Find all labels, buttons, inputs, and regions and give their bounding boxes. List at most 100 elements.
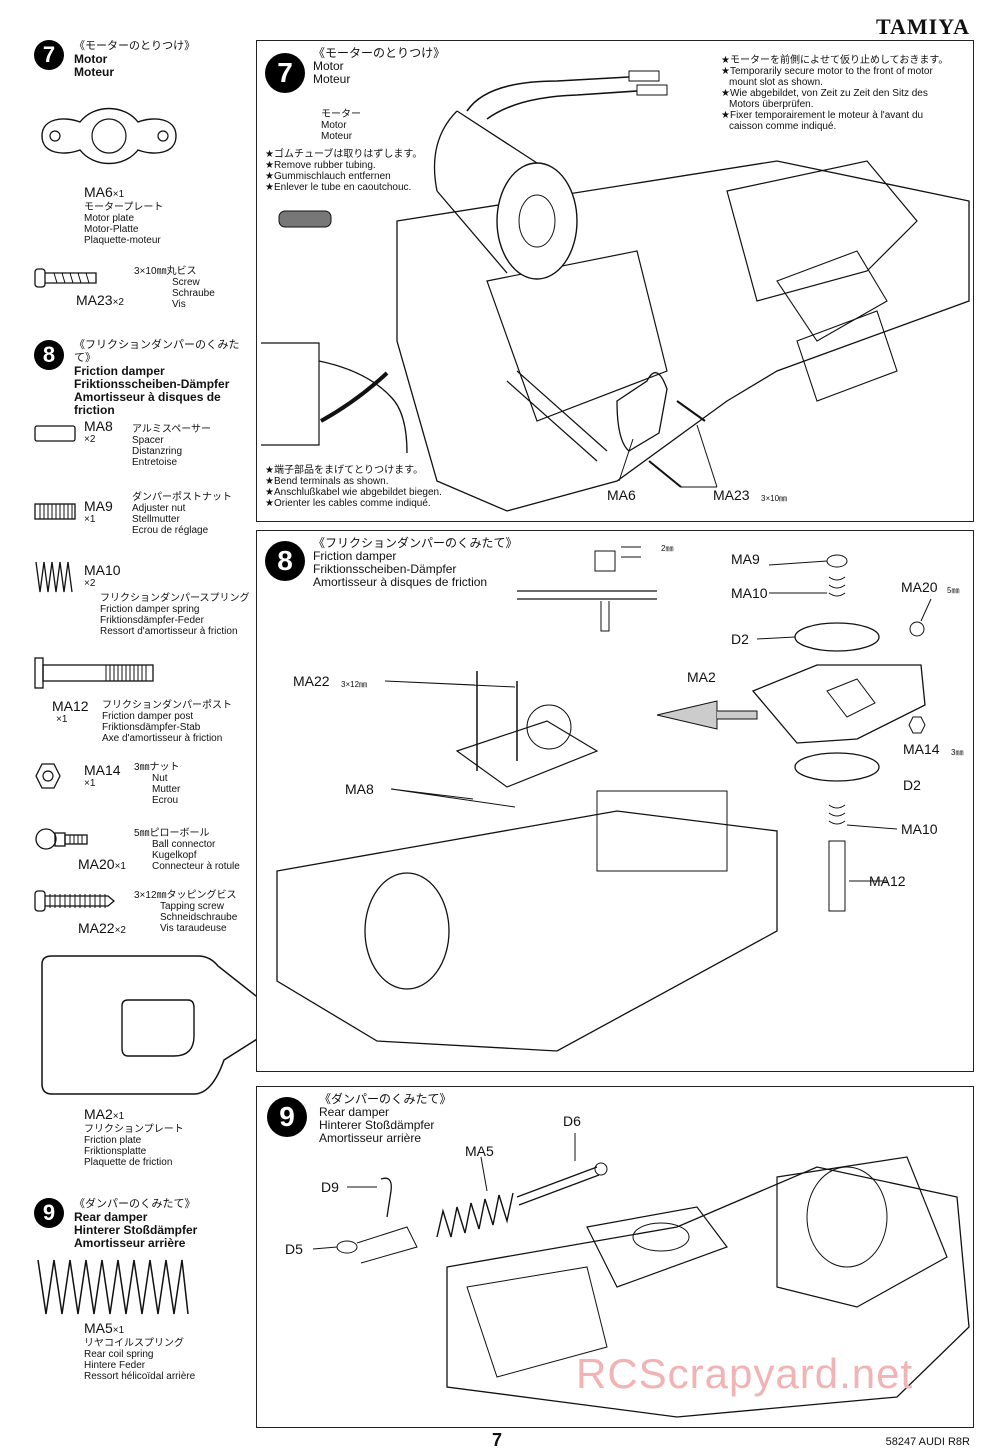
part-desc-fr: Ressort d'amortisseur à friction xyxy=(100,626,238,637)
note-line: ★端子部品をまげてとりつけます。 xyxy=(265,465,424,476)
step-8-panel-badge: 8 xyxy=(265,541,305,581)
step-9-title-de: Hinterer Stoßdämpfer xyxy=(74,1223,198,1237)
part-desc-en: Ball connector xyxy=(152,839,216,850)
part-qty: ×1 xyxy=(84,514,96,525)
note-bend-terminals: ★端子部品をまげてとりつけます。 ★Bend terminals as show… xyxy=(265,465,442,509)
note-line: ★ゴムチューブは取りはずします。 xyxy=(265,149,423,160)
note-line: ★Fixer temporairement le moteur à l'avan… xyxy=(721,110,924,121)
ball-connector-drawing xyxy=(35,828,88,850)
motor-plate-drawing xyxy=(41,107,177,165)
part-MA10: MA10 ×2 xyxy=(84,562,121,589)
callout-D5: D5 xyxy=(285,1241,303,1257)
brand-logo: TAMIYA xyxy=(875,14,970,39)
note-line: ★Anschlußkabel wie abgebildet biegen. xyxy=(265,487,442,498)
page-number: 7 xyxy=(492,1430,503,1450)
note-line: ★モーターを前側によせて仮り止めしておきます。 xyxy=(721,55,949,66)
callout-D6: D6 xyxy=(563,1113,581,1129)
panel-title-jp: 《モーターのとりつけ》 xyxy=(313,46,446,60)
step-7-title-jp: 《モーターのとりつけ》 xyxy=(74,40,196,52)
part-qty: ×1 xyxy=(84,778,96,789)
part-desc-jp: ダンパーポストナット xyxy=(132,492,232,503)
panel-title-fr: Amortisseur arrière xyxy=(319,1131,422,1145)
step-9-title-en: Rear damper xyxy=(74,1210,148,1224)
friction-plate-drawing xyxy=(41,955,285,1095)
panel-title-fr: Moteur xyxy=(313,72,351,86)
step-9-panel: 9 《ダンパーのくみたて》 Rear damper Hinterer Stoßd… xyxy=(256,1086,974,1428)
callout-MA22: MA22 xyxy=(293,673,330,689)
adjuster-nut-drawing xyxy=(34,503,76,520)
motor-label-fr: Moteur xyxy=(321,131,353,142)
part-desc-size: 3㎜ナット xyxy=(134,762,180,773)
callout-MA2: MA2 xyxy=(687,669,716,685)
part-desc-en: Motor plate xyxy=(84,213,135,224)
motor-installation-drawing xyxy=(261,70,970,512)
note-line: ★Remove rubber tubing. xyxy=(265,160,376,171)
step-7-title-fr: Moteur xyxy=(74,65,114,79)
callout-MA20-size: 5㎜ xyxy=(947,586,960,595)
note-line: caisson comme indiqué. xyxy=(729,121,837,132)
panel-title-fr: Amortisseur à disques de friction xyxy=(313,575,488,589)
part-desc-fr: Ecrou xyxy=(152,795,179,806)
step-8-title-jp: 《フリクションダンパーのくみたて》 xyxy=(74,339,240,364)
step-7-title-en: Motor xyxy=(74,52,108,66)
part-MA12-desc: フリクションダンパーポスト Friction damper post Frikt… xyxy=(102,700,232,744)
part-desc-en: Friction plate xyxy=(84,1135,142,1146)
step-8-title-de: Friktionsscheiben-Dämpfer xyxy=(74,377,230,391)
part-desc-jp: モータープレート xyxy=(84,202,164,213)
part-desc-en: Screw xyxy=(172,277,200,288)
step-7-panel: 7 《モーターのとりつけ》 Motor Moteur モーター Motor Mo… xyxy=(256,40,974,522)
part-desc-fr: Ecrou de réglage xyxy=(132,525,209,536)
part-id: MA2 xyxy=(84,1106,113,1122)
part-id: MA9 xyxy=(84,498,113,514)
product-code: 58247 AUDI R8R xyxy=(885,1436,970,1448)
gap-dimension: 2㎜ xyxy=(661,544,674,553)
part-MA9: MA9 ×1 xyxy=(84,498,113,525)
part-MA14: MA14 ×1 xyxy=(84,762,121,789)
motor-label: モーター Motor Moteur xyxy=(321,109,361,142)
step-7-panel-badge: 7 xyxy=(265,53,305,93)
note-line: ★Gummischlauch entfernen xyxy=(265,171,391,182)
part-desc-en: Friction damper post xyxy=(102,711,194,722)
part-desc-de: Stellmutter xyxy=(132,514,180,525)
part-desc-fr: Entretoise xyxy=(132,457,178,468)
part-qty: ×2 xyxy=(112,297,124,308)
watermark: RCScrapyard.net xyxy=(576,1350,914,1397)
callout-MA9: MA9 xyxy=(731,551,760,567)
hex-nut-drawing xyxy=(35,763,61,789)
part-id: MA5 xyxy=(84,1320,113,1336)
rear-damper-drawing xyxy=(312,1133,970,1418)
part-desc-en: Adjuster nut xyxy=(132,503,186,514)
part-MA22: MA22×2 xyxy=(78,920,126,938)
callout-MA14-size: 3㎜ xyxy=(951,748,964,757)
part-desc-jp: フリクションプレート xyxy=(84,1124,184,1135)
part-desc-jp: リヤコイルスプリング xyxy=(84,1338,184,1349)
part-qty: ×2 xyxy=(84,578,96,589)
callout-MA6: MA6 xyxy=(607,487,636,503)
callout-D9: D9 xyxy=(321,1179,339,1195)
panel-title-jp: 《フリクションダンパーのくみたて》 xyxy=(313,536,518,550)
part-desc-size: 3×10㎜丸ビス xyxy=(134,266,197,277)
part-id: MA10 xyxy=(84,562,121,578)
callout-MA23: MA23 xyxy=(713,487,750,503)
part-desc-jp: フリクションダンパーポスト xyxy=(102,700,232,711)
part-id: MA20 xyxy=(78,856,115,872)
callout-MA10-top: MA10 xyxy=(731,585,768,601)
part-MA10-desc: フリクションダンパースプリング Friction damper spring F… xyxy=(100,593,250,637)
part-desc-de: Distanzring xyxy=(132,446,183,457)
note-line: ★Enlever le tube en caoutchouc. xyxy=(265,182,412,193)
motor-label-en: Motor xyxy=(321,120,347,131)
note-line: ★Orienter les cables comme indiqué. xyxy=(265,498,431,509)
part-desc-de: Kugelkopf xyxy=(152,850,197,861)
step-7-badge: 7 xyxy=(34,40,64,70)
rear-coil-spring-drawing xyxy=(37,1259,189,1315)
step-9-title: 《ダンパーのくみたて》 Rear damper Hinterer Stoßdäm… xyxy=(74,1198,197,1250)
part-desc-fr: Vis xyxy=(172,299,186,310)
step-9-title-jp: 《ダンパーのくみたて》 xyxy=(74,1198,196,1210)
part-MA20-desc: 5㎜ピローボール Ball connector Kugelkopf Connec… xyxy=(134,828,240,872)
part-MA14-desc: 3㎜ナット Nut Mutter Ecrou xyxy=(134,762,180,806)
part-MA12: MA12 ×1 xyxy=(52,698,89,725)
part-desc-en: Tapping screw xyxy=(160,901,224,912)
part-id: MA8 xyxy=(84,418,113,434)
part-desc-de: Friktionsdämpfer-Feder xyxy=(100,615,204,626)
part-qty: ×1 xyxy=(112,1111,125,1122)
